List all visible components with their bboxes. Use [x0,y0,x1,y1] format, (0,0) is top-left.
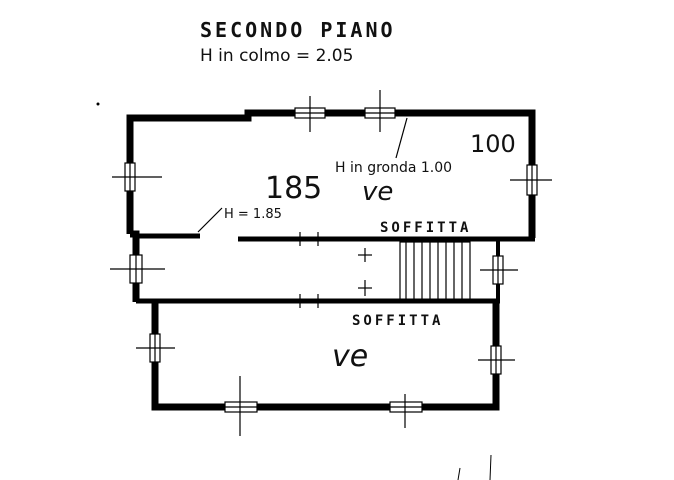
leader-lines [197,117,408,233]
room-code-bottom: ve [332,339,368,374]
height-label-100: 100 [470,130,516,158]
wall-ticks [299,232,372,308]
plan-subtitle: H in colmo = 2.05 [200,46,353,66]
plan-title: SECONDO PIANO [200,18,396,42]
height-note: H = 1.85 [224,207,282,222]
stray-marks [96,102,492,480]
room-code-top: ve [362,177,393,207]
staircase [399,241,471,301]
soffitta-label-top: SOFFITTA [380,220,471,236]
interior-walls [136,233,535,304]
soffitta-label-bottom: SOFFITTA [352,313,443,329]
window-marks [110,90,552,436]
height-label-185: 185 [265,171,322,206]
gronda-label: H in gronda 1.00 [335,160,452,176]
